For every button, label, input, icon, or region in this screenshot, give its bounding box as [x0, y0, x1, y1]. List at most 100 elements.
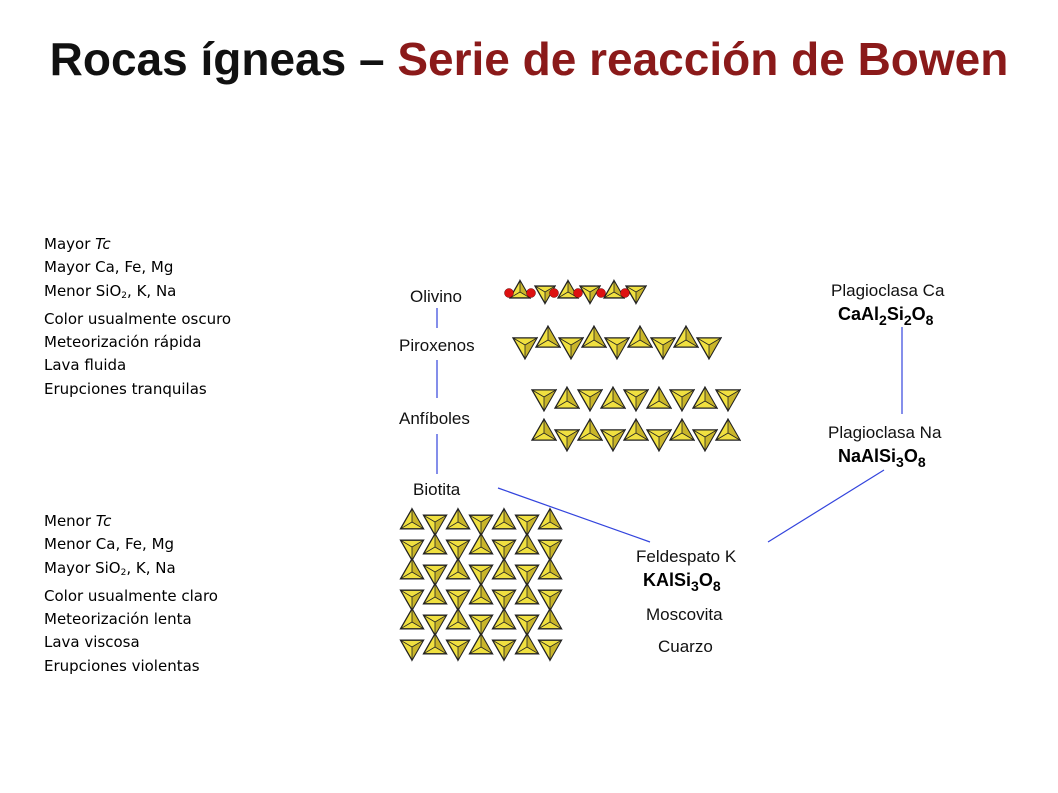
label-plagioclasa-na: Plagioclasa Na: [828, 423, 942, 442]
silica-tetrahedron: [511, 336, 539, 361]
silica-tetrahedron: [468, 632, 494, 655]
formula-plagioclasa-ca: CaAl2Si2O8: [838, 304, 934, 328]
prop-line: Erupciones tranquilas: [44, 379, 207, 398]
silica-tetrahedron: [468, 514, 494, 537]
connector-biotita-feldespato: [497, 487, 651, 543]
silica-tetrahedron: [626, 324, 654, 349]
label-moscovita: Moscovita: [646, 605, 723, 624]
prop-line: Mayor SiO2, K, Na: [44, 558, 176, 578]
silica-tetrahedron: [602, 279, 626, 300]
silica-tetrahedron: [537, 539, 563, 562]
silica-tetrahedron: [445, 589, 471, 612]
mica-sheet-diagram: [399, 507, 563, 662]
silica-tetrahedron: [399, 539, 425, 562]
prop-line: Color usualmente oscuro: [44, 309, 232, 328]
silica-tetrahedron: [399, 607, 425, 630]
label-plagioclasa-ca: Plagioclasa Ca: [831, 281, 945, 300]
label-piroxenos: Piroxenos: [399, 336, 475, 355]
silica-tetrahedron: [445, 539, 471, 562]
silica-tetrahedron: [534, 324, 562, 349]
label-olivino: Olivino: [410, 287, 462, 306]
cation-dot: [620, 288, 630, 298]
silica-tetrahedron: [399, 639, 425, 662]
silica-tetrahedron: [468, 564, 494, 587]
silica-tetrahedron: [645, 428, 673, 453]
silica-tetrahedron: [514, 532, 540, 555]
formula-feldespato-k: KAlSi3O8: [643, 570, 721, 594]
silica-tetrahedron: [576, 388, 604, 413]
silica-tetrahedron: [514, 632, 540, 655]
silica-tetrahedron: [468, 614, 494, 637]
label-anfiboles: Anfíboles: [399, 409, 470, 428]
silica-tetrahedron: [514, 564, 540, 587]
silica-tetrahedron: [530, 388, 558, 413]
silica-tetrahedron: [491, 539, 517, 562]
silica-tetrahedron: [530, 417, 558, 442]
silica-tetrahedron: [399, 589, 425, 612]
silica-tetrahedron: [491, 607, 517, 630]
silica-tetrahedron: [537, 589, 563, 612]
silica-tetrahedron: [622, 388, 650, 413]
silica-tetrahedron: [599, 428, 627, 453]
silica-tetrahedron: [624, 284, 648, 305]
title-accent: Serie de reacción de Bowen: [397, 33, 1009, 85]
title-main: Rocas ígneas –: [49, 33, 398, 85]
pyroxene-chain-diagram: [511, 324, 723, 361]
silica-tetrahedron: [537, 557, 563, 580]
label-feldespato-k: Feldespato K: [636, 547, 737, 566]
cation-dot: [573, 288, 583, 298]
silica-tetrahedron: [445, 557, 471, 580]
silica-tetrahedron: [691, 428, 719, 453]
prop-line: Meteorización lenta: [44, 610, 192, 629]
silica-tetrahedron: [445, 639, 471, 662]
label-cuarzo: Cuarzo: [658, 637, 713, 656]
cation-dot: [526, 288, 536, 298]
prop-line: Color usualmente claro: [44, 586, 218, 605]
silica-tetrahedron: [514, 614, 540, 637]
silica-tetrahedron: [668, 417, 696, 442]
silica-tetrahedron: [668, 388, 696, 413]
silica-tetrahedron: [491, 589, 517, 612]
prop-line: Lava viscosa: [44, 633, 140, 652]
silica-tetrahedron: [445, 507, 471, 530]
silica-tetrahedron: [599, 385, 627, 410]
silica-tetrahedron: [537, 507, 563, 530]
label-biotita: Biotita: [413, 480, 461, 499]
silica-tetrahedron: [695, 336, 723, 361]
silica-tetrahedron: [422, 632, 448, 655]
silica-tetrahedron: [622, 417, 650, 442]
page-title: Rocas ígneas – Serie de reacción de Bowe…: [0, 30, 1058, 88]
silica-tetrahedron: [557, 336, 585, 361]
silica-tetrahedron: [645, 385, 673, 410]
silica-tetrahedron: [468, 532, 494, 555]
silica-tetrahedron: [580, 324, 608, 349]
formula-plagioclasa-na: NaAlSi3O8: [838, 446, 926, 470]
connector-plagna-feldespato: [767, 469, 885, 543]
silica-tetrahedron: [553, 428, 581, 453]
silica-tetrahedron: [556, 279, 580, 300]
silica-tetrahedron: [508, 279, 532, 300]
silica-tetrahedron: [422, 532, 448, 555]
prop-line: Mayor Tc: [44, 235, 111, 253]
silica-tetrahedron: [553, 385, 581, 410]
silica-tetrahedron: [514, 514, 540, 537]
silica-tetrahedron: [714, 388, 742, 413]
silica-tetrahedron: [691, 385, 719, 410]
prop-line: Meteorización rápida: [44, 333, 202, 352]
amphibole-double-chain-diagram: [530, 385, 742, 453]
silica-tetrahedron: [537, 639, 563, 662]
silica-tetrahedron: [468, 582, 494, 605]
cation-dot: [504, 288, 514, 298]
silica-tetrahedron: [491, 557, 517, 580]
silica-tetrahedron: [514, 582, 540, 605]
silica-tetrahedron: [603, 336, 631, 361]
silica-tetrahedron: [399, 557, 425, 580]
olivine-structure-diagram: [504, 279, 648, 305]
silica-tetrahedron: [422, 564, 448, 587]
silica-tetrahedron: [491, 507, 517, 530]
silica-tetrahedron: [576, 417, 604, 442]
silica-tetrahedron: [491, 639, 517, 662]
silica-tetrahedron: [672, 324, 700, 349]
silica-tetrahedron: [537, 607, 563, 630]
